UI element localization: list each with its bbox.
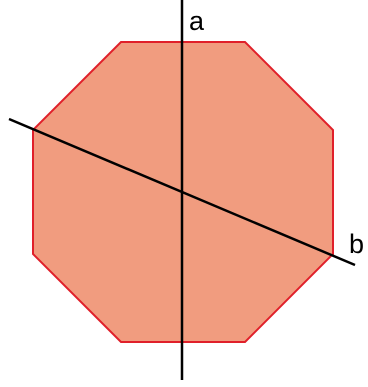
line-a-label: a: [189, 6, 205, 36]
symmetry-line-b: [8, 117, 356, 267]
line-b-label: b: [349, 229, 364, 259]
